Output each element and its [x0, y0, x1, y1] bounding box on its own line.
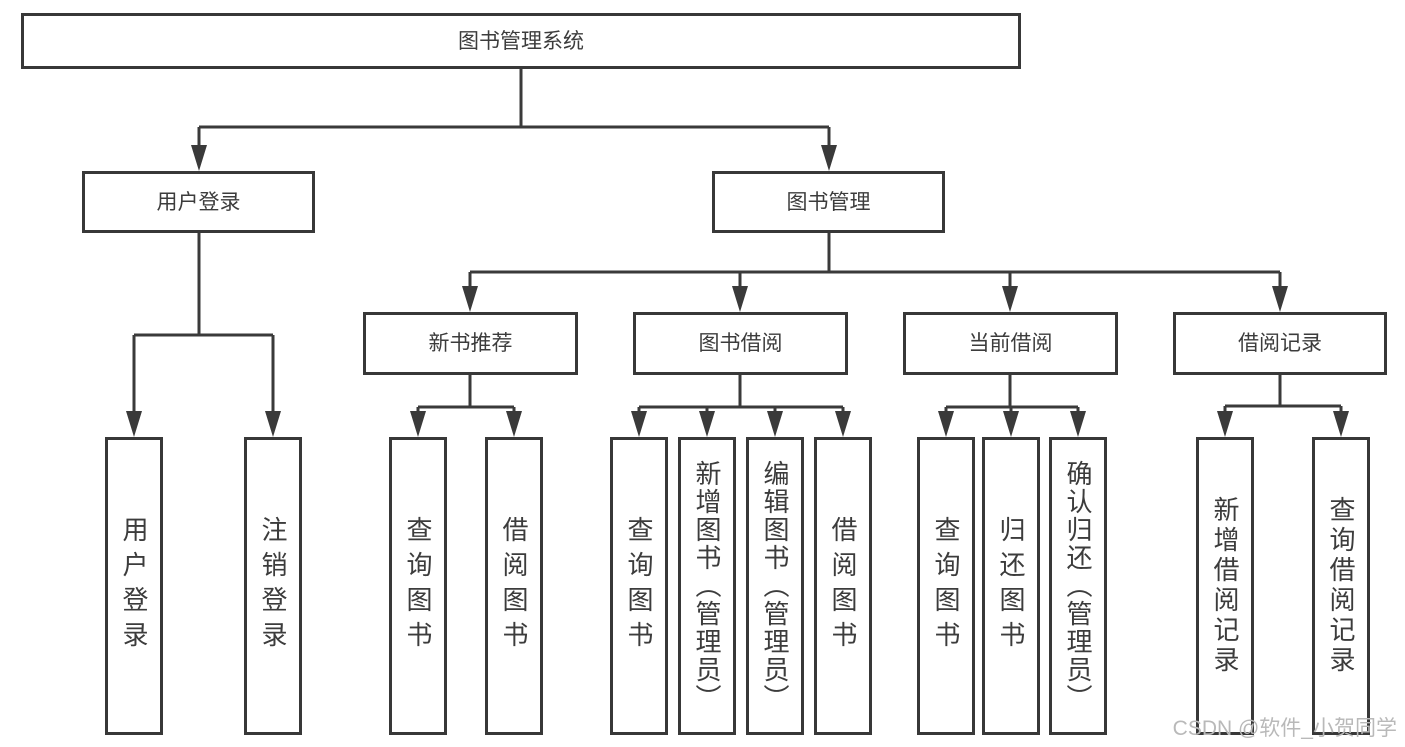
node-root-label: 图书管理系统: [458, 29, 584, 53]
leaf-br-query-record-label: 查询借阅记录: [1326, 496, 1356, 676]
csdn-watermark: CSDN @软件_小贺同学: [1172, 717, 1397, 740]
node-current-borrow-label: 当前借阅: [968, 332, 1053, 355]
leaf-cb-confirm-return-admin: 确认归还（管理员）: [1049, 437, 1107, 735]
leaf-cb-return-books-label: 归还图书: [996, 516, 1026, 656]
leaf-nb-query-books-label: 查询图书: [403, 516, 433, 656]
leaf-nb-query-books: 查询图书: [389, 437, 447, 735]
leaf-bb-query-books: 查询图书: [610, 437, 668, 735]
leaf-cb-query-books: 查询图书: [917, 437, 975, 735]
leaf-bb-borrow-books: 借阅图书: [814, 437, 872, 735]
node-user-login-label: 用户登录: [156, 190, 241, 214]
node-book-management: 图书管理: [712, 171, 945, 233]
leaf-logout-label: 注销登录: [258, 516, 288, 656]
leaf-bb-query-books-label: 查询图书: [624, 516, 654, 656]
leaf-bb-add-books-admin: 新增图书（管理员）: [678, 437, 736, 735]
node-book-borrow: 图书借阅: [633, 312, 848, 375]
node-borrow-records: 借阅记录: [1173, 312, 1387, 375]
node-current-borrow: 当前借阅: [903, 312, 1118, 375]
leaf-br-add-record-label: 新增借阅记录: [1210, 496, 1240, 676]
node-book-management-label: 图书管理: [786, 190, 871, 214]
leaf-bb-edit-books-admin: 编辑图书（管理员）: [746, 437, 804, 735]
leaf-cb-confirm-return-admin-label: 确认归还（管理员）: [1063, 460, 1093, 712]
leaf-nb-borrow-books-label: 借阅图书: [499, 516, 529, 656]
leaf-nb-borrow-books: 借阅图书: [485, 437, 543, 735]
leaf-bb-add-books-admin-label: 新增图书（管理员）: [692, 460, 722, 712]
node-new-book-recommend-label: 新书推荐: [428, 332, 513, 355]
leaf-logout: 注销登录: [244, 437, 302, 735]
leaf-br-query-record: 查询借阅记录: [1312, 437, 1370, 735]
node-root: 图书管理系统: [21, 13, 1021, 69]
arrowheads: [126, 145, 1349, 437]
leaf-br-add-record: 新增借阅记录: [1196, 437, 1254, 735]
node-book-borrow-label: 图书借阅: [698, 332, 783, 355]
leaf-bb-edit-books-admin-label: 编辑图书（管理员）: [760, 460, 790, 712]
leaf-user-login: 用户登录: [105, 437, 163, 735]
node-new-book-recommend: 新书推荐: [363, 312, 578, 375]
leaf-bb-borrow-books-label: 借阅图书: [828, 516, 858, 656]
node-borrow-records-label: 借阅记录: [1238, 332, 1322, 355]
leaf-cb-return-books: 归还图书: [982, 437, 1040, 735]
leaf-cb-query-books-label: 查询图书: [931, 516, 961, 656]
node-user-login: 用户登录: [82, 171, 315, 233]
leaf-user-login-label: 用户登录: [119, 516, 149, 656]
